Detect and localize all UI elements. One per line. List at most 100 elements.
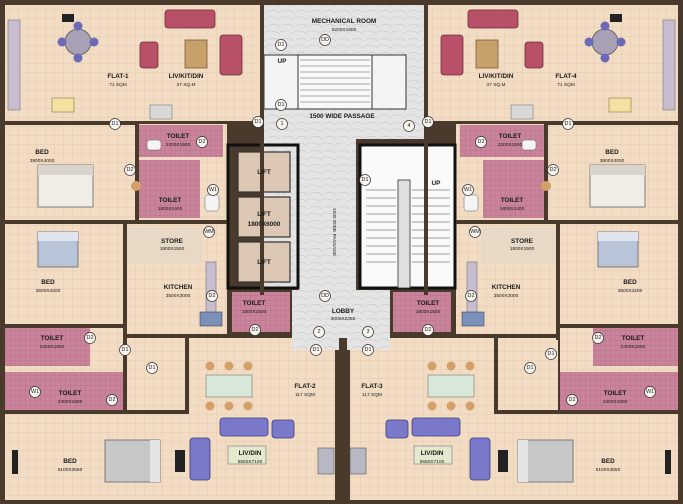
dining-table-icon bbox=[205, 374, 253, 398]
store-r-name: STORE bbox=[511, 238, 534, 245]
flat2-area: 117 SQM bbox=[295, 392, 315, 398]
tag-dd-text: DD bbox=[321, 37, 329, 43]
tag-d2: D2 bbox=[592, 332, 604, 344]
tag-d2-text: D2 bbox=[569, 397, 576, 403]
kitchen-l-name: KITCHEN bbox=[164, 284, 193, 291]
toilet-br1-name: TOILET bbox=[622, 335, 645, 342]
svg-text:5550X7100: 5550X7100 bbox=[238, 459, 263, 465]
svg-text:3900X4000: 3900X4000 bbox=[30, 158, 55, 164]
svg-text:2300X1500: 2300X1500 bbox=[498, 142, 523, 148]
lobby-size: 3000X2350 bbox=[331, 316, 356, 322]
sofa-icon bbox=[467, 9, 519, 29]
tag-w1: W1 bbox=[462, 184, 474, 196]
flat2-name: FLAT-2 bbox=[294, 383, 316, 390]
sofa-icon bbox=[469, 437, 491, 481]
tag-wm-text: WM bbox=[470, 229, 480, 235]
store-r-floor bbox=[481, 228, 556, 264]
svg-text:TOILET: TOILET bbox=[159, 197, 182, 204]
svg-text:TOILET: TOILET bbox=[501, 197, 524, 204]
svg-text:71 SQM: 71 SQM bbox=[109, 82, 127, 88]
livkit-right-name: LIV/KIT/DIN bbox=[479, 73, 514, 80]
tag-d2: D2 bbox=[196, 136, 208, 148]
toilet-tr1-size: 2300X1500 bbox=[498, 142, 523, 148]
tag-d2-text: D2 bbox=[199, 139, 206, 145]
kitchen-counter-icon bbox=[7, 19, 21, 111]
lift-1-label: LIFT bbox=[257, 169, 271, 176]
flat4-living-floor bbox=[428, 5, 678, 121]
sofa-icon bbox=[219, 34, 243, 76]
bed-mr-name: BED bbox=[623, 279, 637, 286]
dining-table-icon bbox=[591, 28, 619, 56]
tag-d2: D2 bbox=[206, 290, 218, 302]
tag-d2-text: D2 bbox=[109, 397, 116, 403]
tag-d2: D2 bbox=[249, 324, 261, 336]
top-stair bbox=[297, 54, 373, 110]
svg-text:KITCHEN: KITCHEN bbox=[164, 284, 193, 291]
flat4-area: 71 SQM bbox=[557, 82, 575, 88]
tag-d2: D2 bbox=[84, 332, 96, 344]
toilet-tr2-floor bbox=[483, 160, 545, 218]
tag-n3: 3 bbox=[362, 326, 374, 338]
toilet-cr-name: TOILET bbox=[417, 300, 440, 307]
tag-n1-text: 1 bbox=[281, 121, 284, 127]
svg-text:LIFT: LIFT bbox=[257, 259, 271, 266]
lift-3-label: LIFT bbox=[257, 259, 271, 266]
livkit-right-size: 37 SQ.M bbox=[487, 82, 506, 88]
room-labels: MECHANICAL ROOM 5200X1800 UP 1500 WIDE P… bbox=[30, 18, 646, 473]
svg-text:37 SQ.M: 37 SQ.M bbox=[177, 82, 196, 88]
store-l-name: STORE bbox=[161, 238, 184, 245]
tag-d2: D2 bbox=[106, 394, 118, 406]
tag-d2-text: D2 bbox=[252, 327, 259, 333]
svg-text:BED: BED bbox=[601, 458, 615, 465]
svg-text:1800X1500: 1800X1500 bbox=[510, 246, 535, 252]
svg-text:BED: BED bbox=[35, 149, 49, 156]
tag-d1: D1 bbox=[359, 174, 371, 186]
svg-text:3600X4200: 3600X4200 bbox=[36, 288, 61, 294]
tag-d1-text: D1 bbox=[527, 365, 534, 371]
svg-text:FLAT-1: FLAT-1 bbox=[107, 73, 129, 80]
bed-ml-name: BED bbox=[41, 279, 55, 286]
svg-text:TOILET: TOILET bbox=[41, 335, 64, 342]
tag-d1-text: D1 bbox=[365, 347, 372, 353]
tag-d1-text: D1 bbox=[425, 119, 432, 125]
svg-text:STORE: STORE bbox=[511, 238, 534, 245]
tag-d1: D1 bbox=[252, 116, 264, 128]
tag-d1-text: D1 bbox=[149, 365, 156, 371]
svg-text:LIV/DIN: LIV/DIN bbox=[239, 450, 262, 457]
svg-text:UP: UP bbox=[432, 180, 442, 187]
tag-d1: D1 bbox=[275, 99, 287, 111]
armchair-icon bbox=[271, 419, 295, 439]
svg-text:37 SQ.M: 37 SQ.M bbox=[487, 82, 506, 88]
toilet-bl1-floor bbox=[5, 326, 90, 366]
svg-text:1800X2400: 1800X2400 bbox=[158, 206, 183, 212]
svg-text:FLAT-3: FLAT-3 bbox=[361, 383, 383, 390]
toilet-cl-name: TOILET bbox=[243, 300, 266, 307]
toilet-br2-floor bbox=[560, 372, 678, 412]
svg-text:3500X3000: 3500X3000 bbox=[494, 293, 519, 299]
tag-d1-text: D1 bbox=[565, 121, 572, 127]
sofa-icon bbox=[411, 417, 461, 437]
toilet-tl2-floor bbox=[138, 160, 200, 218]
svg-text:LIV/KIT/DIN: LIV/KIT/DIN bbox=[479, 73, 514, 80]
lobby-name: LOBBY bbox=[332, 308, 355, 315]
toilet-cl-size: 1800X1500 bbox=[242, 309, 267, 315]
flat4-name: FLAT-4 bbox=[555, 73, 577, 80]
svg-text:5200X1800: 5200X1800 bbox=[332, 27, 357, 33]
sofa-icon bbox=[219, 417, 269, 437]
tag-d1: D1 bbox=[562, 118, 574, 130]
armchair-icon bbox=[385, 419, 409, 439]
tag-d2-text: D2 bbox=[478, 139, 485, 145]
svg-text:LOBBY: LOBBY bbox=[332, 308, 355, 315]
toilet-bl2-name: TOILET bbox=[59, 390, 82, 397]
svg-text:TOILET: TOILET bbox=[622, 335, 645, 342]
tag-d2: D2 bbox=[547, 164, 559, 176]
top-stair-up-label: UP bbox=[278, 58, 288, 65]
bed-bl-name: BED bbox=[63, 458, 77, 465]
toilet-cr-floor bbox=[393, 292, 451, 332]
flat1-name: FLAT-1 bbox=[107, 73, 129, 80]
bed-tr-size: 3900X4000 bbox=[600, 158, 625, 164]
toilet-tl2-name: TOILET bbox=[159, 197, 182, 204]
toilet-bl2-floor bbox=[5, 372, 123, 412]
stair-well bbox=[397, 179, 411, 289]
